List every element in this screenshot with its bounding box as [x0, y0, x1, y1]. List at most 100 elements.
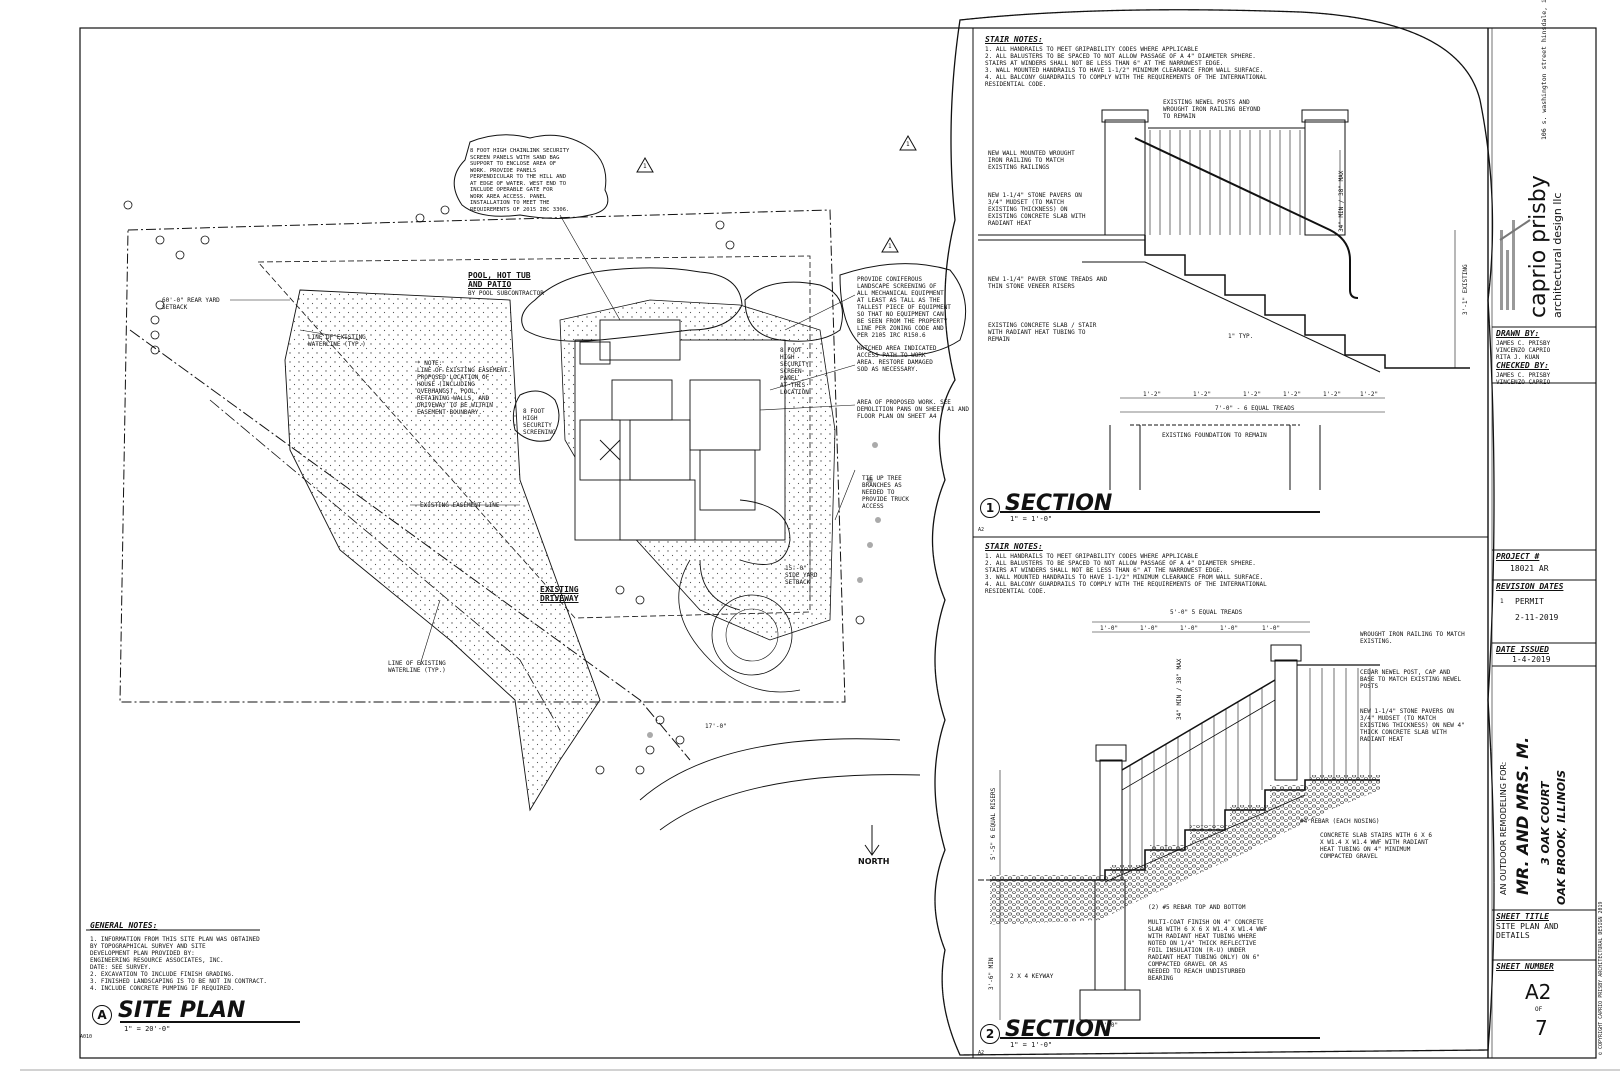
- total-sheets: 7: [1535, 1016, 1548, 1040]
- firm-name: caprio prisby: [1526, 175, 1551, 318]
- revision-name: PERMIT: [1515, 597, 1544, 606]
- s1-label-typ: 1" TYP.: [1228, 333, 1254, 340]
- section1-sheet-ref: A2: [978, 527, 985, 533]
- side-setback-label: 15'-0" SIDE YARD SETBACK: [785, 565, 818, 586]
- stair-notes-title-2: STAIR NOTES:: [985, 542, 1043, 551]
- s2-tread-dim-1: 1'-0": [1100, 625, 1119, 632]
- site-plan-title: SITE PLAN: [118, 998, 246, 1023]
- drawn-by-label: DRAWN BY:: [1496, 329, 1540, 338]
- s1-tread-dim-4: 1'-2": [1283, 391, 1302, 398]
- sheet-title-label: SHEET TITLE: [1496, 912, 1549, 921]
- date-issued-label: DATE ISSUED: [1496, 645, 1549, 654]
- pool-label: POOL, HOT TUB AND PATIO: [468, 271, 531, 289]
- site-plan-scale: 1" = 20'-0": [124, 1025, 171, 1033]
- callout-hatched: HATCHED AREA INDICATED ACCESS PATH TO WO…: [857, 345, 937, 373]
- stair-notes-title-1: STAIR NOTES:: [985, 35, 1043, 44]
- s2-label-rebar5: (2) #5 REBAR TOP AND BOTTOM: [1148, 904, 1246, 911]
- s2-label-keyway: 2 X 4 KEYWAY: [1010, 973, 1054, 980]
- s2-label-multicoat: MULTI-COAT FINISH ON 4" CONCRETE SLAB WI…: [1148, 919, 1268, 982]
- s1-label-rail-height: 34" MIN / 38" MAX: [1338, 170, 1345, 232]
- callout-screen-b: 8 FOOT HIGH SECURITY SCREENING: [523, 408, 556, 436]
- s1-label-slab: EXISTING CONCRETE SLAB / STAIR WITH RADI…: [988, 322, 1097, 343]
- s2-label-depth: 3'-6" MIN: [988, 957, 995, 990]
- s2-label-wrought: WROUGHT IRON RAILING TO MATCH EXISTING.: [1360, 631, 1465, 645]
- easement-note: * NOTE: LINE OF EXISTING EASEMENT. PROPO…: [417, 360, 511, 416]
- checked-by: JAMES C. PRISBY VINCENZO CAPRIO: [1496, 372, 1551, 386]
- stair-notes-2: 1. ALL HANDRAILS TO MEET GRIPABILITY COD…: [985, 553, 1267, 595]
- date-issued: 1-4-2019: [1512, 655, 1551, 664]
- s1-tread-dim-5: 1'-2": [1323, 391, 1342, 398]
- copyright: © COPYRIGHT CAPRIO PRISBY ARCHITECTURAL …: [1598, 901, 1604, 1055]
- s1-label-newel: EXISTING NEWEL POSTS AND WROUGHT IRON RA…: [1163, 99, 1261, 120]
- s2-label-pavers: NEW 1-1/4" STONE PAVERS ON 3/4" MUDSET (…: [1360, 708, 1465, 743]
- revision-mark-3: 1: [888, 243, 892, 250]
- revision-date: 2-11-2019: [1515, 613, 1559, 622]
- project-label: PROJECT #: [1496, 552, 1540, 561]
- s2-tread-dim-4: 1'-0": [1220, 625, 1239, 632]
- checked-by-label: CHECKED BY:: [1496, 361, 1549, 370]
- driveway-label: EXISTING DRIVEWAY: [540, 585, 579, 603]
- callout-proposed: AREA OF PROPOSED WORK. SEE DEMOLITION PA…: [857, 399, 969, 420]
- pool-sub-label: BY POOL SUBCONTRACTOR: [468, 290, 544, 297]
- s2-label-rail-height: 34" MIN / 38" MAX: [1176, 658, 1183, 720]
- section1-scale: 1" = 1'-0": [1010, 515, 1053, 523]
- project-number: 18021 AR: [1510, 564, 1549, 573]
- s1-tread-dim-3: 1'-2": [1243, 391, 1262, 398]
- rear-setback-label: 60'-0" REAR YARD SETBACK: [162, 297, 220, 311]
- s1-label-foundation: EXISTING FOUNDATION TO REMAIN: [1162, 432, 1267, 439]
- of-label: OF: [1535, 1006, 1543, 1013]
- site-plan-bubble: A: [92, 1005, 112, 1025]
- general-notes-title: GENERAL NOTES:: [90, 921, 158, 930]
- sheet-number: A2: [1525, 980, 1552, 1004]
- section1-bubble: 1: [980, 498, 1000, 518]
- s2-label-rebar: #4 REBAR (EACH NOSING): [1300, 818, 1380, 825]
- revision-dates-label: REVISION DATES: [1496, 582, 1564, 591]
- stair-notes-1: 1. ALL HANDRAILS TO MEET GRIPABILITY COD…: [985, 46, 1267, 88]
- section2-title: SECTION: [1005, 1017, 1113, 1042]
- s2-tread-dim-2: 1'-0": [1140, 625, 1159, 632]
- section2-sheet-ref: A2: [978, 1050, 985, 1056]
- project-description: AN OUTDOOR REMODELING FOR:: [1499, 761, 1508, 895]
- north-label: NORTH: [858, 857, 890, 866]
- s1-label-treads: NEW 1-1/4" PAVER STONE TREADS AND THIN S…: [988, 276, 1108, 290]
- tie-up-label: TIE UP TREE BRANCHES AS NEEDED TO PROVID…: [862, 475, 909, 510]
- site-plan-sheet-ref: A010: [80, 1034, 93, 1040]
- s1-label-pavers: NEW 1-1/4" STONE PAVERS ON 3/4" MUDSET (…: [988, 192, 1086, 227]
- callout-coniferous: PROVIDE CONIFEROUS LANDSCAPE SCREENING O…: [857, 276, 951, 339]
- revision-mark: 1: [1500, 598, 1504, 605]
- firm-address: 106 s. washington street hinsdale, illin…: [1540, 0, 1548, 140]
- callout-screen-a: 8 FOOT HIGH SECURITY SCREEN PANEL AT THI…: [780, 347, 809, 396]
- section1-title: SECTION: [1005, 491, 1113, 516]
- s2-tread-dim-3: 1'-0": [1180, 625, 1199, 632]
- firm-sub: architectural design llc: [1551, 192, 1564, 318]
- client-name: MR. AND MRS. M.: [1513, 736, 1532, 895]
- s2-label-concslab: CONCRETE SLAB STAIRS WITH 6 X 6 X W1.4 X…: [1320, 832, 1432, 860]
- easement-line-label: EXISTING EASEMENT LINE: [420, 502, 500, 509]
- s2-label-cedar: CEDAR NEWEL POST, CAP AND BASE TO MATCH …: [1360, 669, 1462, 690]
- s2-tread-dim-5: 1'-0": [1262, 625, 1281, 632]
- s1-tread-dim-1: 1'-2": [1143, 391, 1162, 398]
- s1-label-treadsdim: 7'-0" - 6 EQUAL TREADS: [1215, 405, 1295, 412]
- s1-tread-dim-2: 1'-2": [1193, 391, 1212, 398]
- s2-label-footing: 1'-0": [1100, 1022, 1119, 1029]
- s1-label-handrail: NEW WALL MOUNTED WROUGHT IRON RAILING TO…: [988, 150, 1075, 171]
- address-line-1: 3 OAK COURT: [1539, 781, 1552, 865]
- address-line-2: OAK BROOK, ILLINOIS: [1555, 769, 1568, 905]
- s1-label-rise: 3'-1" EXISTING: [1462, 264, 1469, 315]
- s2-label-risers: 5'-5" 6 EQUAL RISERS: [990, 787, 997, 860]
- sheet-number-label: SHEET NUMBER: [1496, 962, 1554, 971]
- callout-chainlink: 8 FOOT HIGH CHAINLINK SECURITY SCREEN PA…: [470, 148, 570, 213]
- general-notes: 1. INFORMATION FROM THIS SITE PLAN WAS O…: [90, 936, 268, 992]
- sheet-title: SITE PLAN AND DETAILS: [1496, 922, 1559, 940]
- section2-scale: 1" = 1'-0": [1010, 1041, 1053, 1049]
- s1-tread-dim-6: 1'-2": [1360, 391, 1379, 398]
- revision-mark-2: 1: [906, 141, 910, 148]
- waterline-label-1: LINE OF EXISTING WATERLINE (TYP.): [308, 334, 366, 348]
- dim-17ft: 17'-0": [705, 723, 727, 730]
- s2-label-treads: 5'-0" 5 EQUAL TREADS: [1170, 609, 1243, 616]
- drawn-by: JAMES C. PRISBY VINCENZO CAPRIO RITA J. …: [1496, 340, 1551, 361]
- section2-bubble: 2: [980, 1024, 1000, 1044]
- waterline-label-2: LINE OF EXISTING WATERLINE (TYP.): [388, 660, 446, 674]
